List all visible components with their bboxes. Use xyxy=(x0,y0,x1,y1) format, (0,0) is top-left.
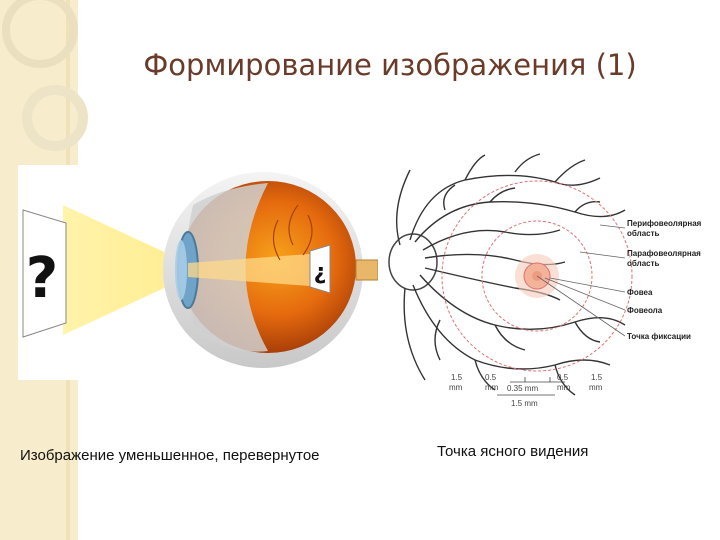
svg-text:mm: mm xyxy=(485,383,499,392)
svg-text:0.5: 0.5 xyxy=(485,373,497,382)
optic-disc xyxy=(389,234,437,290)
svg-text:1.5: 1.5 xyxy=(451,373,463,382)
retina-image: ¿ xyxy=(310,245,330,293)
svg-text:mm: mm xyxy=(589,383,603,392)
label-fovea: Фовеа xyxy=(627,288,653,297)
svg-text:0.35 mm: 0.35 mm xyxy=(507,384,538,393)
eye-illustration: ? ¿ xyxy=(18,165,378,380)
object-symbol: ? xyxy=(26,246,58,311)
object-card: ? xyxy=(23,210,66,337)
svg-text:0.5: 0.5 xyxy=(557,373,569,382)
svg-text:¿: ¿ xyxy=(314,260,327,285)
svg-text:mm: mm xyxy=(557,383,571,392)
retina-diagram: Перифовеолярная область Парафовеолярная … xyxy=(385,150,715,415)
caption-inverted-image: Изображение уменьшенное, перевернутое xyxy=(20,447,320,464)
svg-text:mm: mm xyxy=(449,383,463,392)
label-perifoveal-2: область xyxy=(627,229,660,238)
svg-text:1.5 mm: 1.5 mm xyxy=(511,399,538,408)
caption-clear-vision-point: Точка ясного видения xyxy=(437,443,588,460)
slide-title: Формирование изображения (1) xyxy=(0,48,720,82)
label-fixation-point: Точка фиксации xyxy=(627,332,691,341)
decorative-rings xyxy=(0,0,110,170)
label-parafoveal-2: область xyxy=(627,259,660,268)
label-foveola: Фовеола xyxy=(627,306,663,315)
label-parafoveal-1: Парафовеолярная xyxy=(627,249,701,258)
label-perifoveal-1: Перифовеолярная xyxy=(627,219,702,228)
optic-nerve xyxy=(356,260,378,280)
svg-text:1.5: 1.5 xyxy=(591,373,603,382)
